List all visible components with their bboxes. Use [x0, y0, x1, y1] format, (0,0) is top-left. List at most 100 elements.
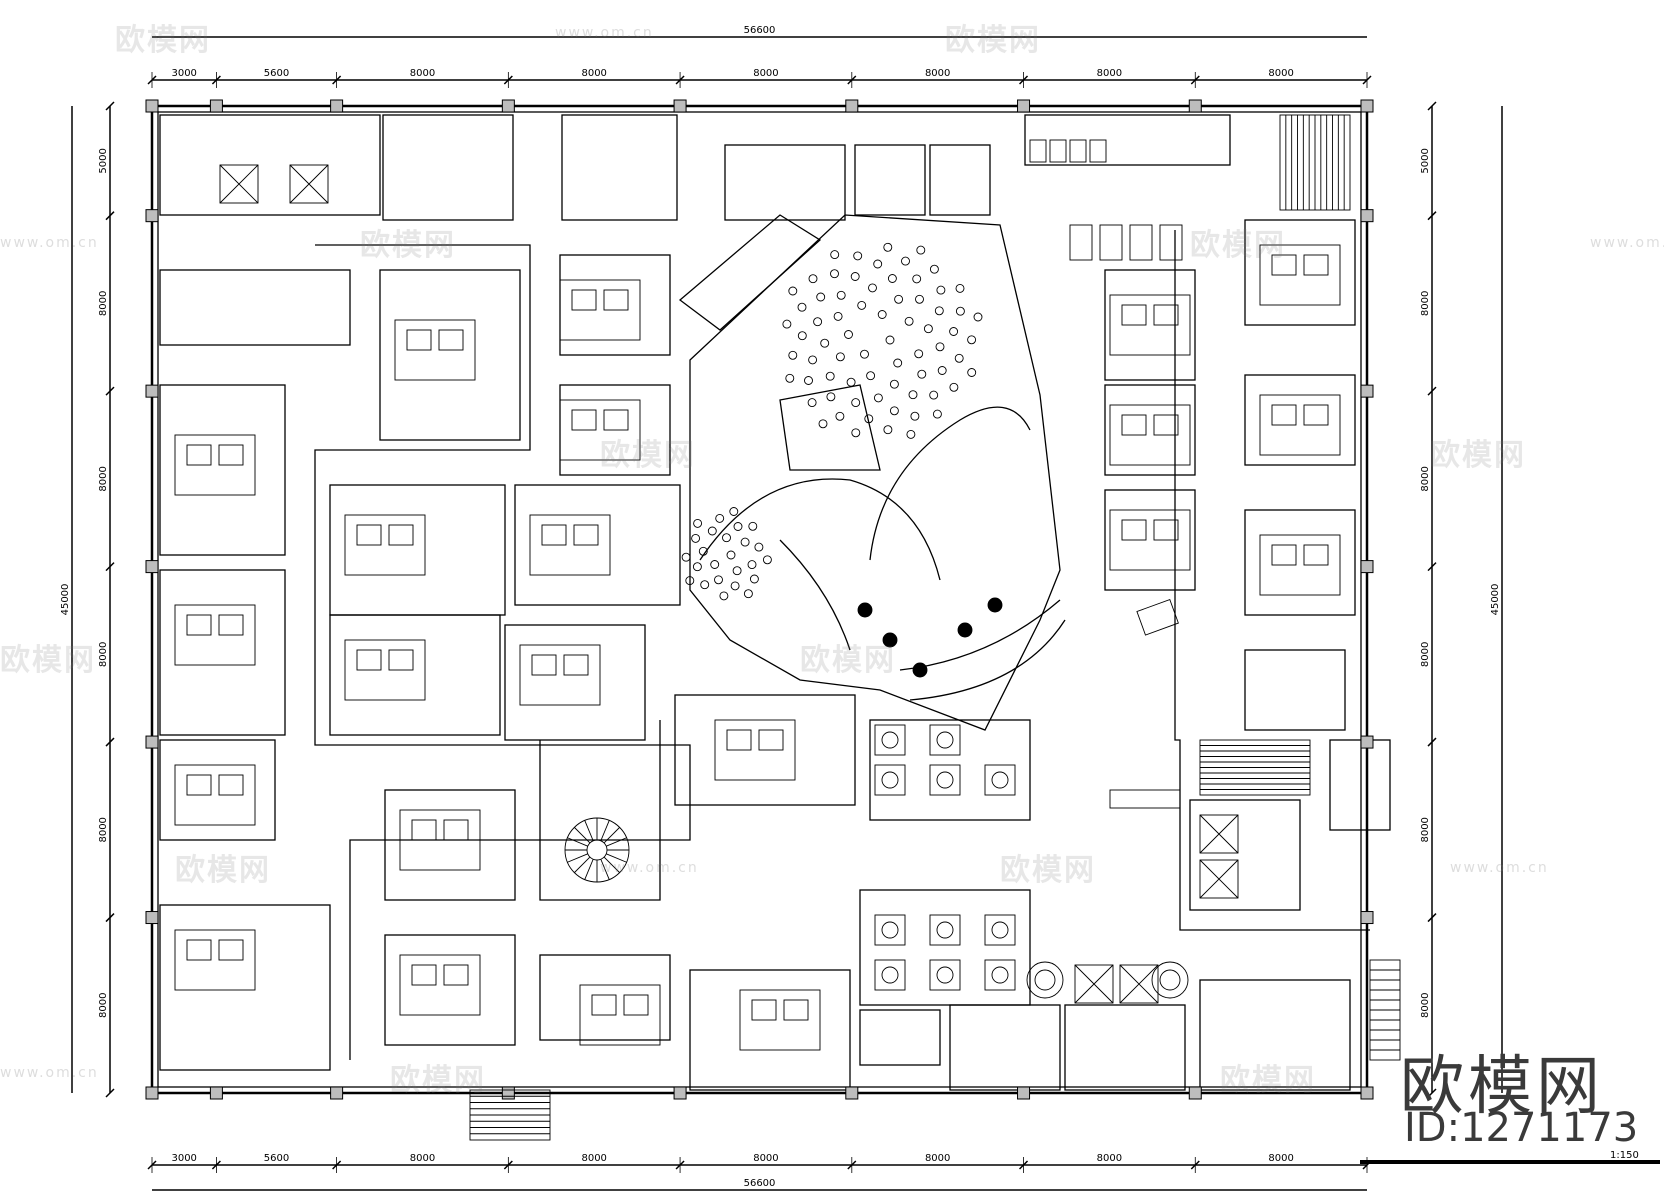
toilet-stall: [1099, 224, 1123, 261]
lounge-chair: [797, 302, 807, 312]
pillow: [1271, 254, 1297, 276]
room: [854, 144, 926, 216]
lounge-chair: [857, 300, 867, 310]
lounge-chair: [722, 533, 731, 543]
lounge-chair: [788, 286, 798, 296]
bed: [399, 809, 481, 871]
stair-tread: [584, 820, 594, 841]
elevator-cross: [1119, 964, 1159, 1004]
bed: [1259, 534, 1341, 596]
dimension-label: 8000: [1097, 1153, 1122, 1164]
furniture: [174, 114, 1401, 1141]
curved-booth-wall: [869, 406, 1031, 561]
column: [1017, 99, 1031, 113]
column: [209, 99, 223, 113]
lounge-chair: [685, 576, 695, 586]
lounge-chair: [967, 368, 977, 377]
bed: [714, 719, 796, 781]
round-fixture: [1151, 961, 1189, 999]
room: [561, 114, 678, 221]
brand-logo: 欧模网: [1400, 1050, 1604, 1124]
lounge-chair: [726, 550, 736, 560]
stair-tread: [567, 853, 588, 863]
pillow: [356, 524, 382, 546]
lounge-chair: [740, 537, 750, 547]
lounge-chair: [954, 353, 964, 363]
dimension-label: 5600: [264, 68, 289, 79]
room: [504, 624, 646, 741]
lounge-chair: [967, 335, 977, 345]
lounge-chair: [877, 310, 887, 319]
lounge-chair: [830, 250, 840, 260]
column: [1360, 209, 1374, 223]
lounge-chair: [949, 382, 959, 392]
lounge-chair: [937, 366, 947, 375]
lounge-chair: [914, 349, 924, 359]
dimension-label: 5000: [98, 148, 109, 173]
lounge-chair: [893, 358, 903, 368]
lounge-chair: [851, 398, 861, 408]
lounge-chair: [749, 574, 759, 584]
lounge-chair: [866, 371, 876, 381]
dimension-label: 8000: [925, 68, 950, 79]
lounge-chair: [830, 269, 839, 279]
bed: [559, 279, 641, 341]
exterior-wall: [150, 104, 1369, 1095]
bed: [1109, 509, 1191, 571]
bed: [1259, 244, 1341, 306]
room: [1104, 489, 1196, 591]
lounge-chair: [692, 562, 702, 572]
room: [1104, 384, 1196, 476]
column: [673, 1086, 687, 1100]
column: [845, 99, 859, 113]
lounge-chair: [785, 373, 795, 383]
elevator: [1199, 859, 1239, 899]
dining-table: [929, 724, 961, 756]
lounge-chair: [681, 552, 691, 562]
room: [159, 114, 381, 216]
pillow: [218, 614, 244, 636]
column: [1188, 1086, 1202, 1100]
bed: [174, 434, 256, 496]
pillow: [443, 964, 469, 986]
table-top: [991, 771, 1009, 789]
watermark-url: www.om.cn: [1450, 860, 1549, 876]
room: [869, 719, 1031, 821]
round-fixture-inner: [1159, 969, 1181, 991]
lounge-chair: [813, 317, 823, 327]
room: [929, 144, 991, 216]
room: [1244, 219, 1356, 326]
lounge-chair: [732, 566, 742, 576]
watermark-brand: 欧模网: [360, 228, 456, 263]
watermark-brand: 欧模网: [115, 23, 211, 58]
exterior-wall-inner: [157, 111, 1362, 1088]
table-top: [936, 966, 954, 984]
room: [1024, 114, 1231, 166]
dimension-tick: [105, 737, 115, 747]
dimension-tick: [1427, 737, 1437, 747]
watermark-brand: 欧模网: [600, 438, 696, 473]
bed: [529, 514, 611, 576]
stair-tread: [574, 827, 591, 844]
spiral-stair-core: [586, 839, 608, 861]
lounge-chair: [873, 393, 883, 403]
dimension-label: 8000: [1420, 291, 1431, 316]
stair-tread: [600, 859, 610, 880]
elevator-cross: [289, 164, 329, 204]
pillow: [186, 614, 212, 636]
dimension-label: 8000: [1420, 642, 1431, 667]
lounge-chair: [850, 272, 860, 281]
pillow: [406, 329, 432, 351]
round-column: [987, 597, 1003, 613]
lounge-chair: [700, 580, 710, 590]
pillow: [186, 444, 212, 466]
central-lounge-outline: [689, 214, 1061, 731]
lounge-chair: [889, 379, 899, 389]
watermark-brand: 欧模网: [175, 853, 271, 888]
pillow: [623, 994, 649, 1016]
dining-table: [874, 724, 906, 756]
room: [159, 739, 276, 841]
lounge-chair: [955, 306, 965, 316]
lounge-chair: [804, 376, 813, 385]
